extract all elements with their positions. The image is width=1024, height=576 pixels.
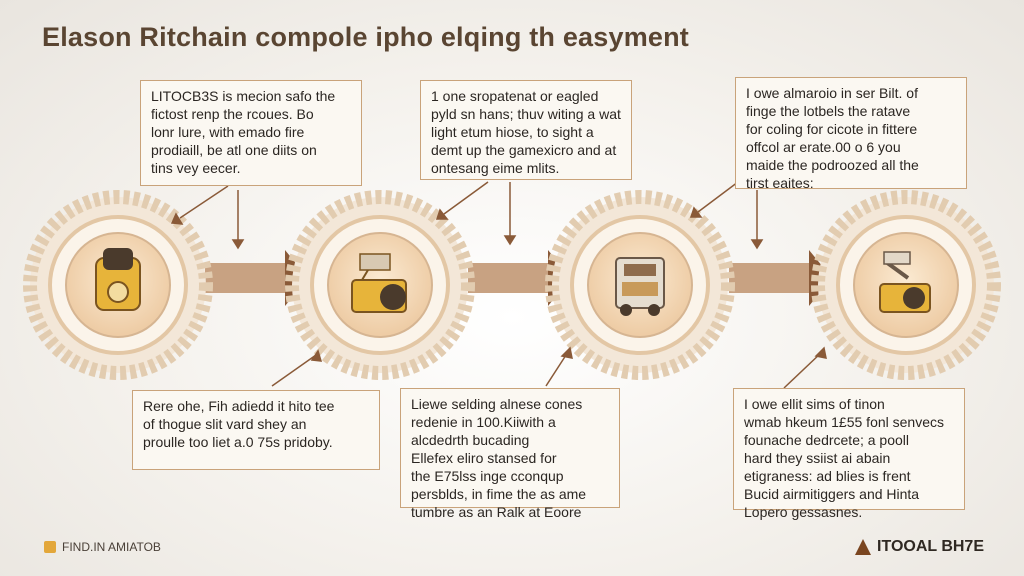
step-node-1 — [23, 190, 213, 380]
truck-icon — [615, 257, 665, 316]
page-title: Elason Ritchain compole ipho elqing th e… — [42, 22, 689, 52]
callout-top-2: 1 one sropatenat or eagled pyld sn hans;… — [420, 80, 632, 180]
step-node-2 — [285, 190, 475, 380]
step-node-4 — [811, 190, 1001, 380]
footer-logo-icon — [44, 541, 56, 553]
footer-right-logo: ITOOAL BH7E — [855, 538, 984, 556]
purse-with-coin-icon — [95, 248, 141, 311]
step-node-3 — [545, 190, 735, 380]
flow-arrow-3 — [729, 250, 832, 306]
coin-machine-icon — [351, 253, 407, 313]
callout-connectors — [170, 181, 827, 389]
robot-arm-coin-icon — [879, 251, 931, 313]
callout-bottom-1: Rere ohe, Fih adiedd it hito tee of thog… — [132, 390, 380, 470]
callout-bottom-3: I owe ellit sims of tinon wmab hkeum 1£5… — [733, 388, 965, 520]
footer-left-label: FIND.IN AMIATOB — [62, 540, 161, 554]
callout-bottom-2: Liewe selding alnese cones redenie in 10… — [400, 388, 620, 520]
brand-logo-icon — [855, 539, 872, 555]
callout-top-1: LITOCB3S is mecion safo the fictost renp… — [140, 80, 362, 186]
brand-logo-text: ITOOAL BH7E — [877, 538, 984, 555]
callout-top-3: I owe almaroio in ser Bilt. of finge the… — [735, 77, 967, 191]
footer-left: FIND.IN AMIATOB — [44, 540, 161, 554]
